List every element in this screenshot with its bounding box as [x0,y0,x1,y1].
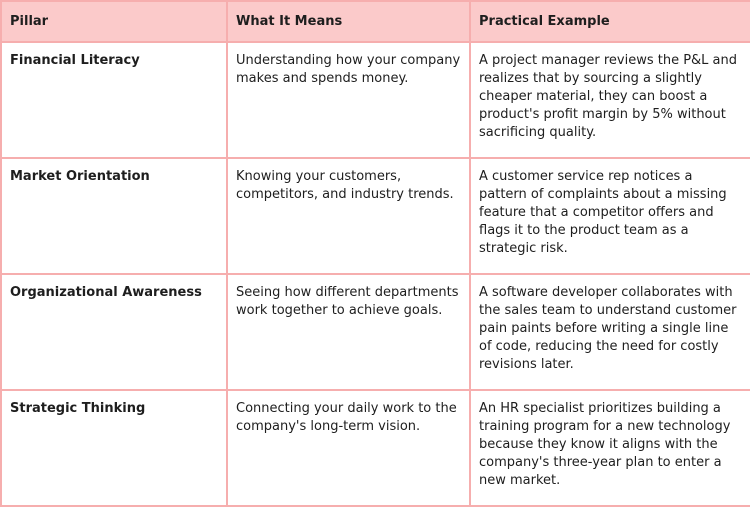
header-row: Pillar What It Means Practical Example [0,0,750,43]
table-row: Market Orientation Knowing your customer… [0,157,750,275]
pillar-cell: Financial Literacy [0,41,228,159]
table-header: Pillar What It Means Practical Example [0,0,750,43]
meaning-cell: Understanding how your company makes and… [226,41,471,159]
header-pillar: Pillar [0,0,228,43]
pillar-cell: Organizational Awareness [0,273,228,391]
pillar-cell: Strategic Thinking [0,389,228,507]
header-practical-example: Practical Example [469,0,750,43]
meaning-cell: Knowing your customers, competitors, and… [226,157,471,275]
pillar-cell: Market Orientation [0,157,228,275]
table-body: Financial Literacy Understanding how you… [0,41,750,507]
example-cell: A project manager reviews the P&L and re… [469,41,750,159]
example-cell: An HR specialist prioritizes building a … [469,389,750,507]
example-cell: A customer service rep notices a pattern… [469,157,750,275]
table-row: Organizational Awareness Seeing how diff… [0,273,750,391]
header-what-it-means: What It Means [226,0,471,43]
meaning-cell: Seeing how different departments work to… [226,273,471,391]
meaning-cell: Connecting your daily work to the compan… [226,389,471,507]
table-row: Strategic Thinking Connecting your daily… [0,389,750,507]
table-row: Financial Literacy Understanding how you… [0,41,750,159]
example-cell: A software developer collaborates with t… [469,273,750,391]
